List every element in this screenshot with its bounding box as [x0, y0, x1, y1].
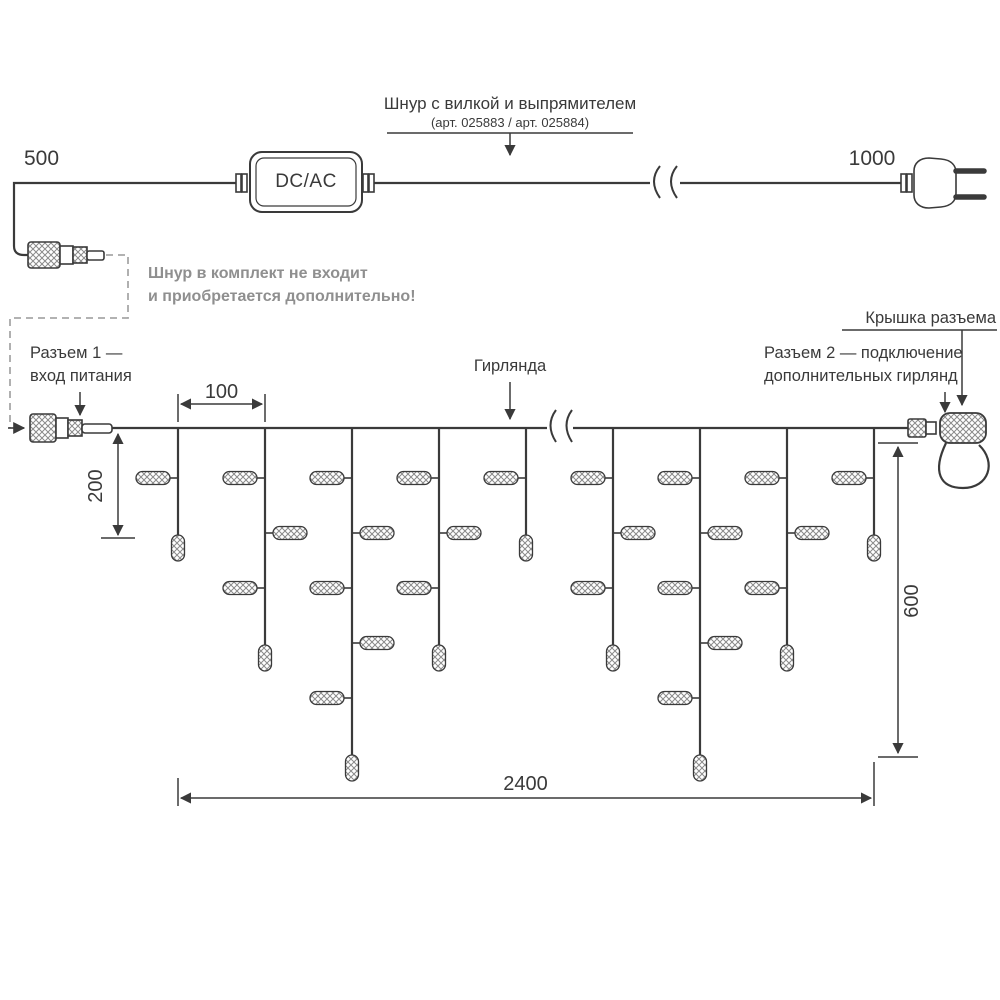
connector2-label-line2: дополнительных гирлянд — [764, 367, 958, 385]
dashed-connection-path — [8, 254, 129, 434]
dim-label-500: 500 — [24, 147, 60, 170]
garland-drops — [110, 426, 912, 782]
cord-connector — [27, 241, 105, 269]
dcac-adapter — [235, 151, 375, 213]
dcac-label: DC/AC — [275, 171, 337, 192]
callout-leaders — [74, 132, 997, 421]
dim-label-600: 600 — [901, 584, 923, 618]
connector1-label-line2: вход питания — [30, 367, 132, 385]
cord-sku: (арт. 025883 / арт. 025884) — [430, 115, 590, 130]
connector2-label-line1: Разъем 2 — подключение — [764, 344, 963, 362]
garland-connector-2 — [907, 418, 937, 438]
mains-plug — [900, 157, 987, 209]
dim-label-200: 200 — [85, 469, 107, 503]
not-included-note-line2: и приобретается дополнительно! — [148, 288, 416, 305]
connector1-label-line1: Разъем 1 — — [30, 344, 123, 362]
garland-label: Гирлянда — [473, 357, 547, 375]
dim-label-1000: 1000 — [848, 147, 896, 170]
dimension-lines — [101, 394, 918, 806]
not-included-note-line1: Шнур в комплект не входит — [148, 265, 368, 282]
cord-title: Шнур с вилкой и выпрямителем — [383, 94, 637, 113]
garland-wire-break — [547, 409, 573, 444]
dim-label-2400: 2400 — [503, 773, 548, 795]
cap-label: Крышка разъема — [865, 309, 996, 327]
garland-connector-1 — [29, 413, 113, 443]
power-cord-wire — [12, 165, 901, 257]
connector-cap — [937, 412, 990, 490]
dim-label-100: 100 — [204, 381, 239, 403]
